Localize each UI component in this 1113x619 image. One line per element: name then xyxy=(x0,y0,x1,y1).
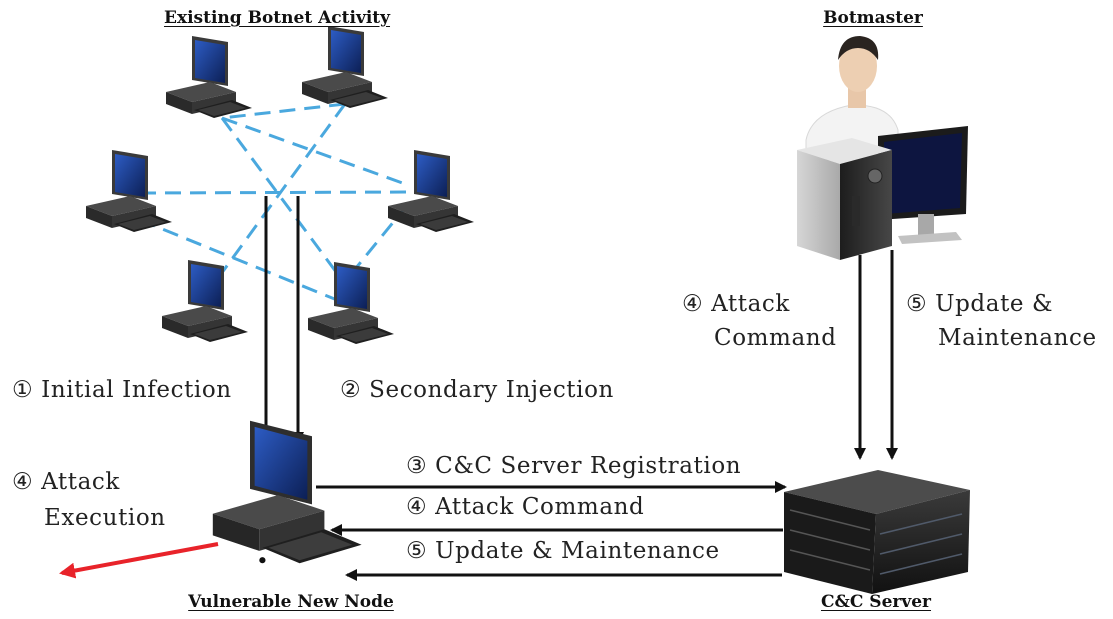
botnet-computer-icon xyxy=(166,36,252,118)
botnet-computer-icon xyxy=(162,260,248,342)
botmaster-heading: Botmaster xyxy=(823,8,923,28)
botnet-computer-icon xyxy=(308,262,394,344)
botmaster-attack-label-line2: Command xyxy=(714,325,837,351)
cc-registration-label: ③ C&C Server Registration xyxy=(406,453,742,479)
botmaster-attack-label-line1: ④ Attack xyxy=(682,291,790,317)
existing-botnet-heading: Existing Botnet Activity xyxy=(163,8,391,28)
botnet-computer-icon xyxy=(302,26,388,108)
botmaster-workstation-icon xyxy=(797,126,968,260)
attack-execution-arrow xyxy=(59,542,219,579)
cc-server-icon xyxy=(784,470,970,594)
botnet-computer-icon xyxy=(86,150,172,232)
botnet-mesh xyxy=(139,102,410,304)
cc-server-heading: C&C Server xyxy=(820,592,932,612)
botmaster-update-label-line1: ⑤ Update & xyxy=(906,291,1054,317)
attack-execution-label-line2: Execution xyxy=(44,505,166,531)
botmaster-update-label-line2: Maintenance xyxy=(938,325,1097,351)
attack-execution-label-line1: ④ Attack xyxy=(12,469,120,495)
update-maintenance-label: ⑤ Update & Maintenance xyxy=(406,538,720,564)
attack-command-label: ④ Attack Command xyxy=(406,494,645,520)
secondary-injection-label: ② Secondary Injection xyxy=(340,377,614,403)
initial-infection-label: ① Initial Infection xyxy=(12,377,232,403)
vulnerable-node-heading: Vulnerable New Node xyxy=(188,592,394,612)
vulnerable-node-computer-icon xyxy=(212,420,362,564)
